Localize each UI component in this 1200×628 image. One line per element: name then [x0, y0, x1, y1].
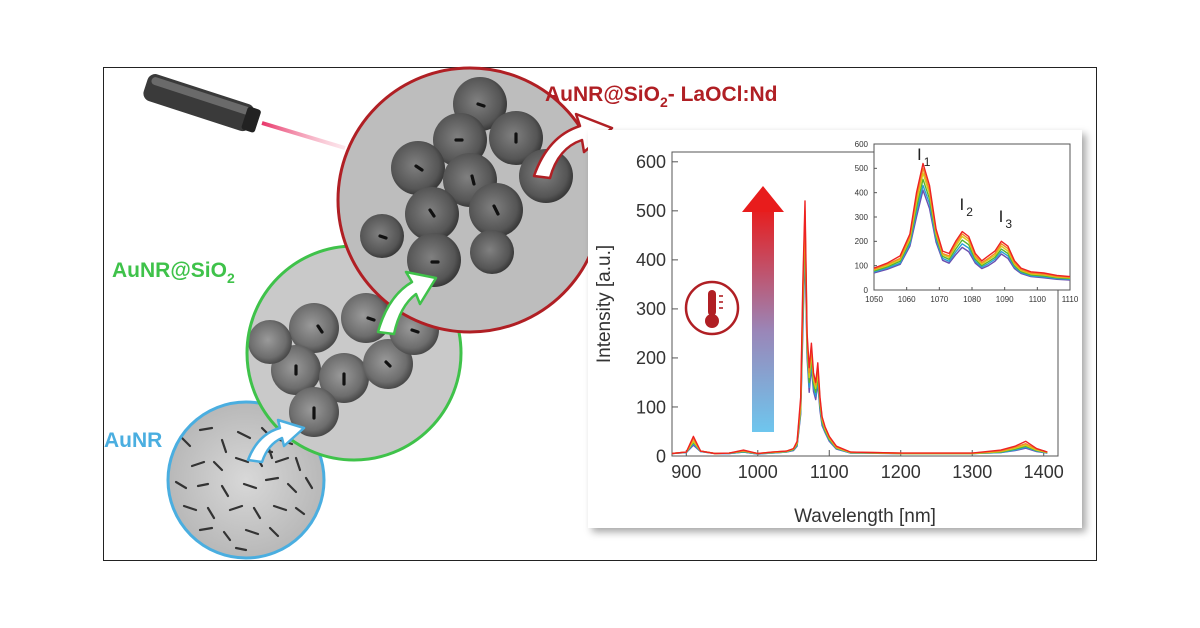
y-tick-label: 500	[636, 201, 666, 221]
series-line-4	[873, 167, 1071, 278]
main-series-group	[671, 200, 1048, 455]
x-tick-label: 1100	[1029, 295, 1047, 304]
coated-particles	[360, 77, 573, 287]
laser-beam	[261, 121, 346, 150]
arrow-stage1-to-stage2	[246, 418, 306, 464]
y-tick-label: 100	[636, 397, 666, 417]
y-axis-label: Intensity [a.u.]	[594, 245, 615, 363]
y-tick-label: 0	[864, 286, 869, 295]
x-tick-label: 1110	[1062, 295, 1079, 304]
thermometer-icon	[684, 280, 740, 336]
series-line-1	[873, 184, 1071, 280]
series-line-0	[873, 189, 1071, 281]
x-tick-label: 1200	[881, 462, 921, 482]
y-tick-label: 200	[855, 237, 869, 246]
series-line-5	[671, 200, 1048, 455]
x-tick-label: 1050	[865, 295, 883, 304]
label-aunr-sio2-laocl-nd: AuNR@SiO2- LaOCl:Nd	[545, 83, 777, 110]
temperature-arrow-icon	[742, 186, 784, 432]
stage-labels: AuNR AuNR@SiO2 AuNR@SiO2- LaOCl:Nd	[104, 83, 777, 452]
y-tick-label: 400	[636, 250, 666, 270]
x-tick-label: 1100	[810, 462, 849, 482]
inset-plot-box	[873, 143, 1071, 291]
inset-spectrum-chart: 1050 1060 1070 1080 1090 1100 1110 0 100 200 300 40…	[855, 140, 1079, 304]
x-tick-label: 1080	[963, 295, 981, 304]
x-tick-label: 1090	[996, 295, 1014, 304]
series-line-5	[873, 162, 1071, 278]
y-tick-label: 300	[855, 213, 869, 222]
x-tick-label: 1400	[1024, 462, 1064, 482]
x-tick-label: 1300	[952, 462, 992, 482]
y-tick-label: 200	[636, 348, 666, 368]
y-tick-label: 400	[855, 188, 869, 197]
x-axis-label: Wavelength [nm]	[794, 506, 936, 527]
y-tick-label: 100	[855, 261, 869, 270]
main-plot-box	[671, 151, 1059, 457]
inset-series-group	[873, 162, 1071, 281]
laser-pointer-icon	[143, 74, 346, 150]
y-tick-label: 600	[855, 140, 869, 149]
x-tick-label: 900	[671, 462, 701, 482]
label-aunr-sio2: AuNR@SiO2	[112, 259, 235, 286]
y-tick-label: 300	[636, 299, 666, 319]
x-tick-label: 1060	[898, 295, 916, 304]
x-tick-label: 1070	[930, 295, 948, 304]
arrow-stage2-to-stage3	[376, 270, 438, 336]
aunr-sio2-laocl-tem-circle	[336, 66, 604, 334]
y-tick-label: 600	[636, 152, 666, 172]
y-tick-label: 500	[855, 164, 869, 173]
series-line-2	[873, 178, 1071, 280]
y-tick-label: 0	[656, 446, 666, 466]
inset-axis-ticks: 1050 1060 1070 1080 1090 1100 1110 0 100 200 300 40…	[855, 140, 1079, 304]
x-tick-label: 1000	[738, 462, 778, 482]
label-aunr: AuNR	[104, 429, 162, 452]
nanorods	[174, 426, 314, 552]
series-line-3	[873, 172, 1071, 279]
silica-particles	[248, 293, 439, 437]
